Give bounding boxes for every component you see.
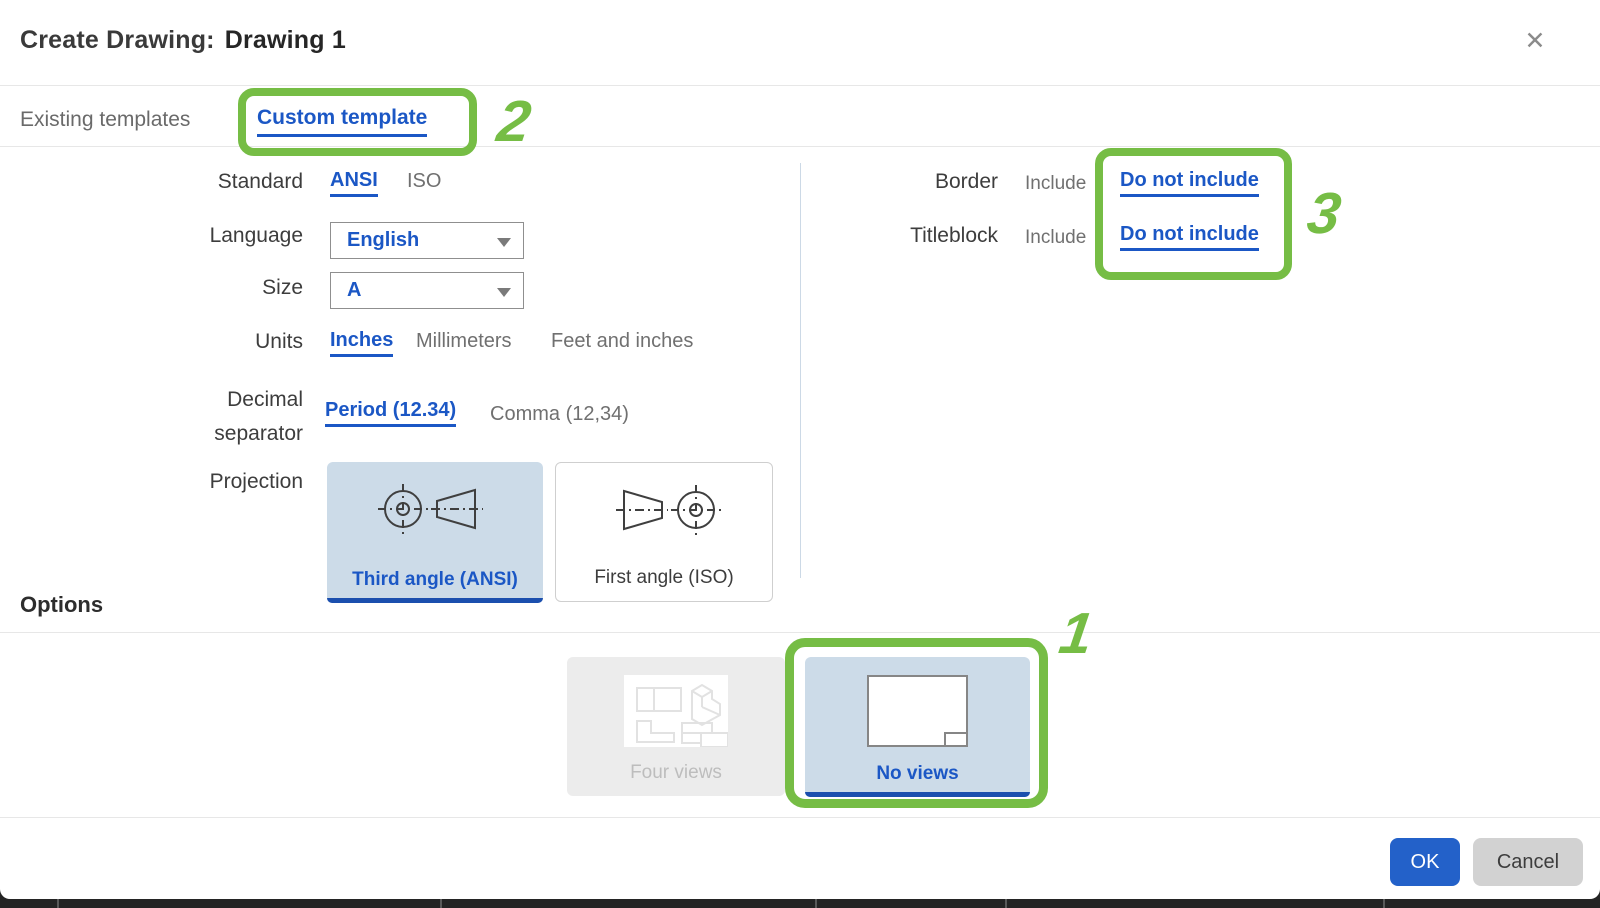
- units-option-inches[interactable]: Inches: [330, 329, 394, 357]
- column-divider: [800, 163, 801, 578]
- size-label: Size: [262, 276, 303, 299]
- drawing-name: Drawing 1: [224, 26, 346, 54]
- annotation-box-3: [1095, 148, 1292, 280]
- cancel-button[interactable]: Cancel: [1473, 838, 1583, 886]
- standard-option-ansi[interactable]: ANSI: [330, 169, 378, 197]
- selected-indicator-bar: [805, 792, 1030, 797]
- dropdown-arrow-icon: [497, 238, 511, 247]
- units-option-feet-and-inches[interactable]: Feet and inches: [551, 330, 694, 352]
- annotation-number-2: 2: [493, 89, 535, 154]
- size-select-value: A: [347, 279, 362, 301]
- tab-existing-templates[interactable]: Existing templates: [20, 108, 191, 131]
- background-tabbar-separator: [815, 899, 817, 908]
- four-views-icon: [567, 675, 785, 747]
- options-heading: Options: [20, 592, 104, 617]
- border-option-include[interactable]: Include: [1025, 173, 1087, 194]
- tab-custom-template[interactable]: Custom template: [257, 106, 428, 137]
- background-tabbar-separator: [440, 899, 442, 908]
- dialog-title: Create Drawing: Drawing 1: [20, 26, 346, 55]
- projection-card-label: Third angle (ANSI): [352, 569, 518, 590]
- titleblock-label: Titleblock: [910, 224, 998, 247]
- no-views-icon: [805, 675, 1030, 747]
- options-divider: [0, 632, 1600, 633]
- annotation-number-3: 3: [1303, 181, 1345, 246]
- views-card-four-views[interactable]: Four views: [567, 657, 785, 796]
- language-label: Language: [209, 224, 303, 247]
- titleblock-option-do-not-include[interactable]: Do not include: [1120, 223, 1259, 251]
- header-divider: [0, 85, 1600, 86]
- background-tabbar-separator: [1383, 899, 1385, 908]
- first-angle-projection-icon: [556, 479, 772, 541]
- projection-card-label: First angle (ISO): [594, 567, 734, 588]
- decimal-separator-label: Decimal separator: [214, 388, 303, 445]
- projection-label: Projection: [209, 470, 303, 493]
- tabs-divider: [0, 146, 1600, 147]
- projection-card-third-angle[interactable]: Third angle (ANSI): [327, 462, 543, 603]
- selected-indicator-bar: [327, 598, 543, 603]
- views-card-no-views[interactable]: No views: [805, 657, 1030, 797]
- close-icon[interactable]: ✕: [1524, 27, 1546, 55]
- decimal-option-period[interactable]: Period (12.34): [325, 399, 457, 427]
- third-angle-projection-icon: [327, 478, 543, 540]
- language-select[interactable]: English: [330, 222, 524, 259]
- border-label: Border: [934, 170, 998, 193]
- size-select[interactable]: A: [330, 272, 524, 309]
- background-tabbar-separator: [1005, 899, 1007, 908]
- projection-card-first-angle[interactable]: First angle (ISO): [555, 462, 773, 602]
- views-card-label: No views: [876, 763, 959, 784]
- footer-divider: [0, 817, 1600, 818]
- units-option-millimeters[interactable]: Millimeters: [416, 330, 512, 352]
- standard-label: Standard: [217, 170, 303, 193]
- annotation-number-1: 1: [1055, 601, 1097, 666]
- dropdown-arrow-icon: [497, 288, 511, 297]
- units-label: Units: [255, 330, 303, 353]
- dialog-title-prefix: Create Drawing:: [20, 26, 215, 54]
- language-select-value: English: [347, 229, 420, 251]
- decimal-option-comma[interactable]: Comma (12,34): [490, 403, 629, 425]
- ok-button[interactable]: OK: [1390, 838, 1460, 886]
- standard-option-iso[interactable]: ISO: [407, 170, 442, 192]
- views-card-label: Four views: [630, 762, 722, 783]
- titleblock-option-include[interactable]: Include: [1025, 227, 1087, 248]
- border-option-do-not-include[interactable]: Do not include: [1120, 169, 1259, 197]
- background-tabbar-separator: [57, 899, 59, 908]
